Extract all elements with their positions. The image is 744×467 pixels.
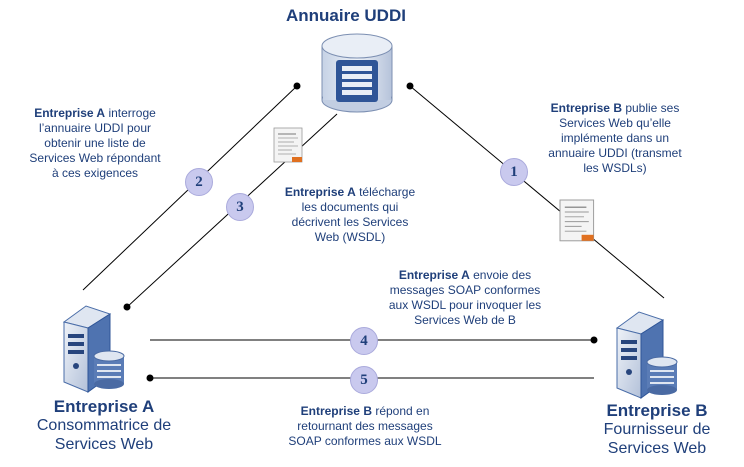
step-3-line: décrivent les Services	[291, 215, 409, 229]
step-1-label: Entreprise B publie ses Services Web qu’…	[530, 101, 700, 176]
line-step-2-end-dot	[293, 82, 301, 90]
consumer-role-line: Consommatrice de	[36, 417, 172, 434]
database-cylinder-icon	[321, 33, 393, 113]
step-5-actor: Entreprise B	[300, 404, 372, 418]
step-4-line: messages SOAP conformes	[389, 283, 541, 297]
provider-label: Entreprise B Fournisseur de Services Web	[574, 401, 740, 458]
step-1-line: Services Web qu’elle	[559, 116, 671, 130]
step-2-line: obtenir une liste de	[44, 136, 146, 150]
consumer-label: Entreprise A Consommatrice de Services W…	[14, 397, 194, 454]
step-2-line: l’annuaire UDDI pour	[38, 121, 152, 135]
wsdl-document-icon	[559, 199, 595, 242]
step-4-line: Services Web de B	[414, 313, 516, 327]
step-5-line: SOAP conformes aux WSDL	[288, 434, 442, 448]
provider-role-line: Services Web	[607, 440, 707, 457]
step-1-badge: 1	[500, 158, 528, 186]
consumer-name: Entreprise A	[53, 397, 155, 416]
line-step-3-end-dot	[123, 303, 131, 311]
step-2-label: Entreprise A interroge l’annuaire UDDI p…	[10, 106, 180, 181]
step-2-badge: 2	[185, 168, 213, 196]
consumer-role-line: Services Web	[54, 436, 154, 453]
step-5-line: retournant des messages	[297, 419, 433, 433]
step-4-line: aux WSDL pour invoquer les	[388, 298, 542, 312]
step-2-line: Services Web répondant	[29, 151, 161, 165]
step-2-line: à ces exigences	[51, 166, 139, 180]
step-3-line: Web (WSDL)	[314, 230, 386, 244]
step-1-line: annuaire UDDI (transmet	[548, 146, 682, 160]
step-3-line: télécharge	[355, 185, 416, 199]
step-3-label: Entreprise A télécharge les documents qu…	[265, 185, 435, 245]
step-1-line: implémente dans un	[560, 131, 670, 145]
step-5-badge: 5	[350, 366, 378, 394]
provider-name: Entreprise B	[606, 401, 708, 420]
step-2-line: interroge	[105, 106, 156, 120]
line-step-5-end-dot	[146, 374, 154, 382]
page-title: Annuaire UDDI	[286, 6, 406, 25]
step-3-line: les documents qui	[301, 200, 399, 214]
provider-role-line: Fournisseur de	[603, 421, 711, 438]
step-1-line: publie ses	[621, 101, 680, 115]
step-1-line: les WSDLs)	[583, 161, 647, 175]
step-2-actor: Entreprise A	[34, 106, 106, 120]
server-with-database-icon	[616, 311, 678, 399]
step-3-badge: 3	[226, 193, 254, 221]
line-step-4-end-dot	[590, 336, 598, 344]
line-step-1-end-dot	[406, 82, 414, 90]
step-4-actor: Entreprise A	[398, 268, 470, 282]
wsdl-document-icon	[273, 127, 303, 163]
step-4-badge: 4	[350, 327, 378, 355]
server-with-database-icon	[63, 305, 125, 393]
step-5-label: Entreprise B répond en retournant des me…	[270, 404, 460, 449]
line-step-1	[409, 85, 665, 299]
step-5-line: répond en	[371, 404, 430, 418]
step-4-label: Entreprise A envoie des messages SOAP co…	[370, 268, 560, 328]
step-1-actor: Entreprise B	[550, 101, 622, 115]
step-3-actor: Entreprise A	[284, 185, 356, 199]
step-4-line: envoie des	[469, 268, 532, 282]
